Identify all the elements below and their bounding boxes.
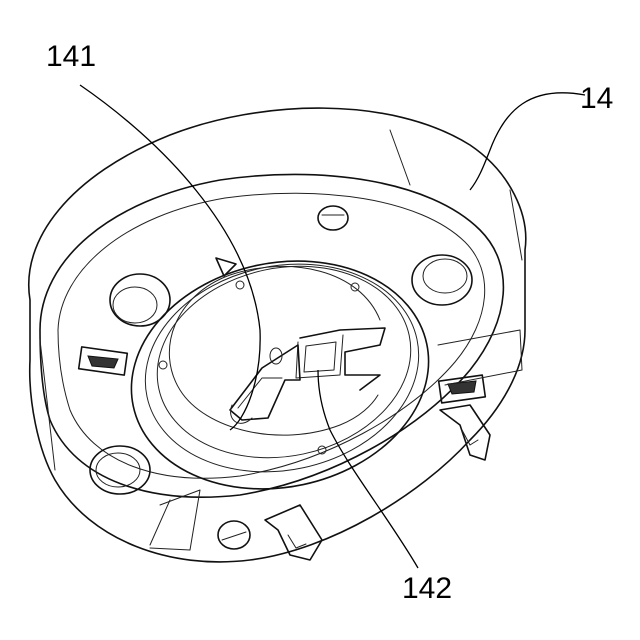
label-141: 141 [46, 40, 96, 73]
leader-142 [318, 370, 418, 568]
leader-lines [80, 85, 585, 568]
label-14: 14 [580, 82, 613, 115]
leader-141 [80, 85, 260, 430]
center-disc [110, 234, 450, 515]
label-142: 142 [402, 572, 452, 605]
snap-hooks [265, 405, 490, 560]
leader-14 [470, 93, 585, 190]
housing-outer [29, 108, 526, 562]
arm-element [230, 345, 300, 423]
slot-cutout [296, 328, 385, 390]
